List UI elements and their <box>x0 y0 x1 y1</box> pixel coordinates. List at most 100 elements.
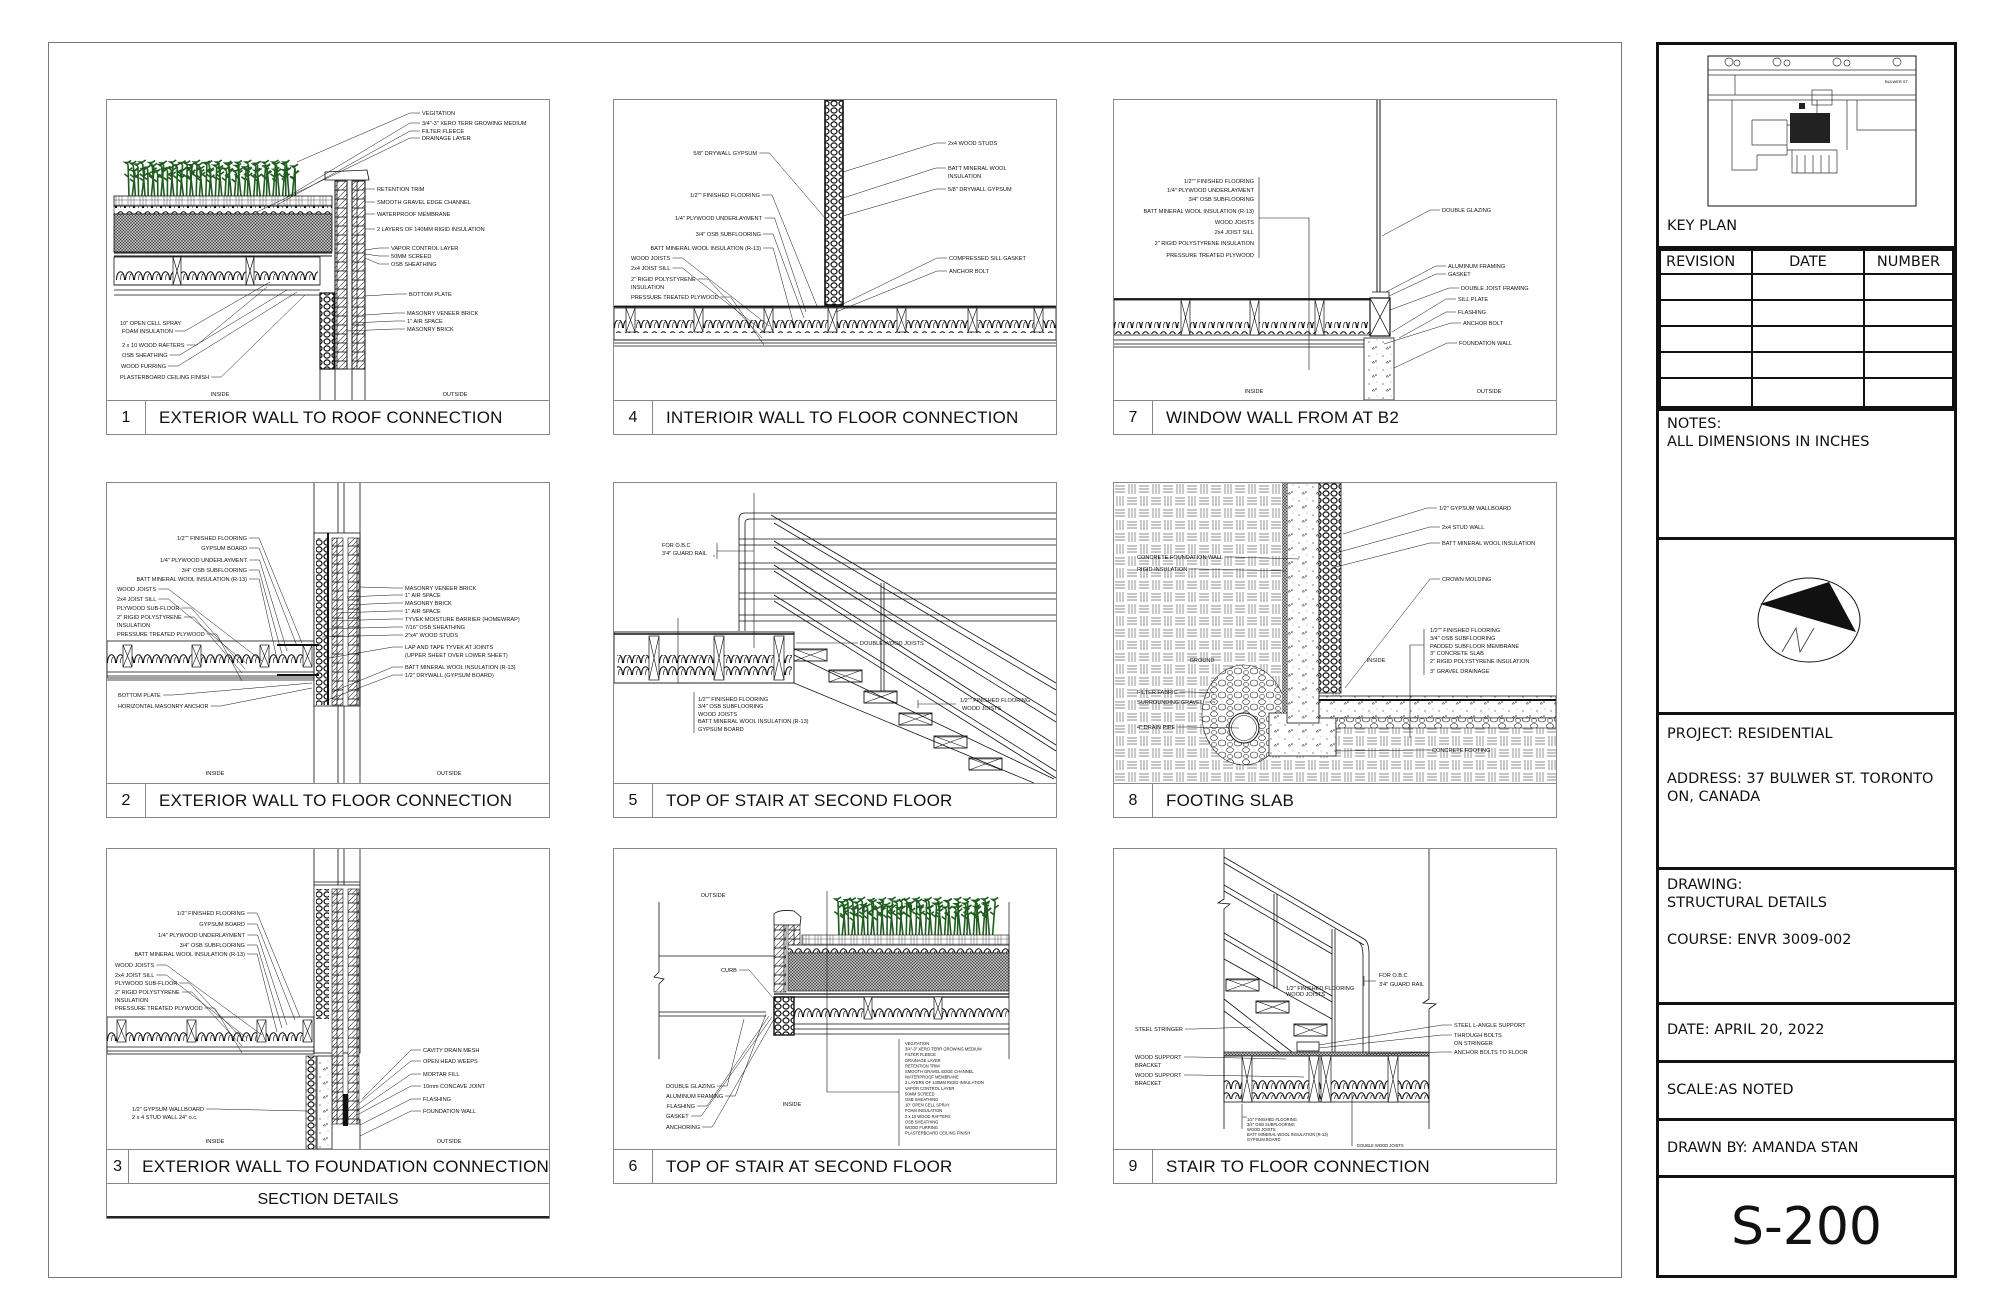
leader-line <box>759 152 826 219</box>
callout-label: 1/2" FINISHED FLOORING <box>177 911 245 917</box>
plant <box>127 160 139 197</box>
callout-label: BATT MINERAL WOOL INSULATION (R-13) <box>136 577 247 583</box>
key-plan-section: BULWER ST. KEY PLAN <box>1659 45 1954 249</box>
callout-label: GROUND <box>1190 658 1215 664</box>
plant <box>952 896 963 936</box>
callout-label: PRESSURE TREATED PLYWOOD <box>115 1006 203 1012</box>
leader-line <box>174 281 271 332</box>
callout-label: MORTAR FILL <box>423 1072 459 1078</box>
leader-line <box>364 253 389 257</box>
leader-line <box>249 559 288 652</box>
leader-line <box>162 682 313 696</box>
leader-line <box>328 646 403 659</box>
plant <box>270 166 281 197</box>
leader-line <box>1383 322 1461 345</box>
plant <box>184 165 196 197</box>
callout-label: CONCRETE FOUNDATION WALL <box>1137 555 1223 561</box>
callout-label: 3" GRAVEL DRAINAGE <box>1430 669 1490 675</box>
callout-label: INSIDE <box>211 392 230 398</box>
leader-line <box>764 217 807 313</box>
callout-label: WOOD FURRING <box>905 1125 938 1130</box>
callout-label: BATT MINERAL WOOL INSULATION (R-13) <box>1143 209 1254 215</box>
plant <box>832 896 843 936</box>
callout-label: 1" AIR SPACE <box>405 593 441 599</box>
leader-line <box>835 270 947 313</box>
plant <box>137 159 148 197</box>
detail-number: 8 <box>1114 784 1153 817</box>
leader-line <box>696 1015 770 1107</box>
plant <box>223 161 234 197</box>
callout-label: 2" RIGID POLYSTYRENE <box>115 990 180 996</box>
sheet-border <box>48 42 1622 1278</box>
leader-line <box>296 112 420 163</box>
callout-label: FOR O.B.C <box>1379 973 1408 979</box>
detail-title: STAIR TO FLOOR CONNECTION <box>1166 1156 1430 1176</box>
leader-line <box>672 257 770 327</box>
callout-label: WOOD JOISTS <box>117 587 156 593</box>
callout-label: THROUGH BOLTS <box>1454 1033 1502 1039</box>
leader-line <box>1189 568 1287 572</box>
plant <box>980 901 991 936</box>
plant <box>981 900 992 936</box>
callout-label: FILTER FABRIC <box>1137 690 1178 696</box>
callout-label: DOUBLE GLAZING <box>1442 208 1491 214</box>
leader-line <box>1184 1026 1252 1030</box>
revision-row <box>1659 351 1954 379</box>
section-details-title: SECTION DETAILS <box>107 1183 549 1218</box>
plant <box>151 168 163 197</box>
revision-row <box>1659 325 1954 353</box>
leader-line <box>181 991 243 1047</box>
leader-line <box>725 1013 767 1097</box>
callout-label: 10" OPEN CELL SPRAY <box>905 1103 950 1108</box>
project-section: PROJECT: RESIDENTIAL ADDRESS: 37 BULWER … <box>1659 715 1954 870</box>
callout-label: FLASHING <box>423 1097 451 1103</box>
revision-row <box>1659 273 1954 301</box>
callout-label: VAPOR CONTROL LAYER <box>905 1086 954 1091</box>
leader-line <box>249 569 283 655</box>
plant <box>842 897 853 936</box>
callout-label: WOOD JOISTS <box>962 706 1001 712</box>
leader-line <box>158 598 248 665</box>
callout-label: WOOD JOISTS <box>1247 1127 1276 1132</box>
leader-line <box>168 291 298 367</box>
leader-line <box>206 633 243 682</box>
leader-line <box>359 1110 421 1137</box>
plant <box>961 904 973 936</box>
callout-label: BATT MINERAL WOOL INSULATION (R-13) <box>650 246 761 252</box>
plant <box>220 165 231 197</box>
callout-label: 3/4" OSB SUBFLOORING <box>1430 636 1495 642</box>
callout-label: ANCHOR BOLTS TO FLOOR <box>1454 1050 1528 1056</box>
callout-label: GYPSUM BOARD <box>201 546 247 552</box>
leader-line <box>256 137 420 213</box>
callout-label: BATT MINERAL WOOL INSULATION (R-13) <box>134 952 245 958</box>
north-arrow-icon: N <box>1757 577 1861 663</box>
callout-label: 1/2"" FINISHED FLOORING <box>690 193 760 199</box>
leader-line <box>364 247 389 251</box>
callout-label: VEGITATION <box>905 1041 929 1046</box>
detail-number: 3 <box>107 1150 130 1183</box>
detail-number: 7 <box>1114 401 1153 434</box>
leader-line <box>697 278 763 339</box>
callout-label: PLYWOOD SUB-FLOOR <box>115 981 177 987</box>
leader-line <box>249 578 278 660</box>
callout-label: 3" CONCRETE SLAB <box>1430 651 1484 657</box>
callout-label: FILTER FLEECE <box>422 129 464 135</box>
callout-label: OUTSIDE <box>437 771 462 777</box>
leader-line <box>1388 273 1446 297</box>
revision-header: REVISION <box>1659 249 1753 275</box>
plant <box>261 163 273 197</box>
callout-label: 1/4" PLYWOOD UNDERLAYMENT <box>1167 188 1255 194</box>
plant <box>891 898 902 936</box>
leader-line <box>842 188 946 217</box>
